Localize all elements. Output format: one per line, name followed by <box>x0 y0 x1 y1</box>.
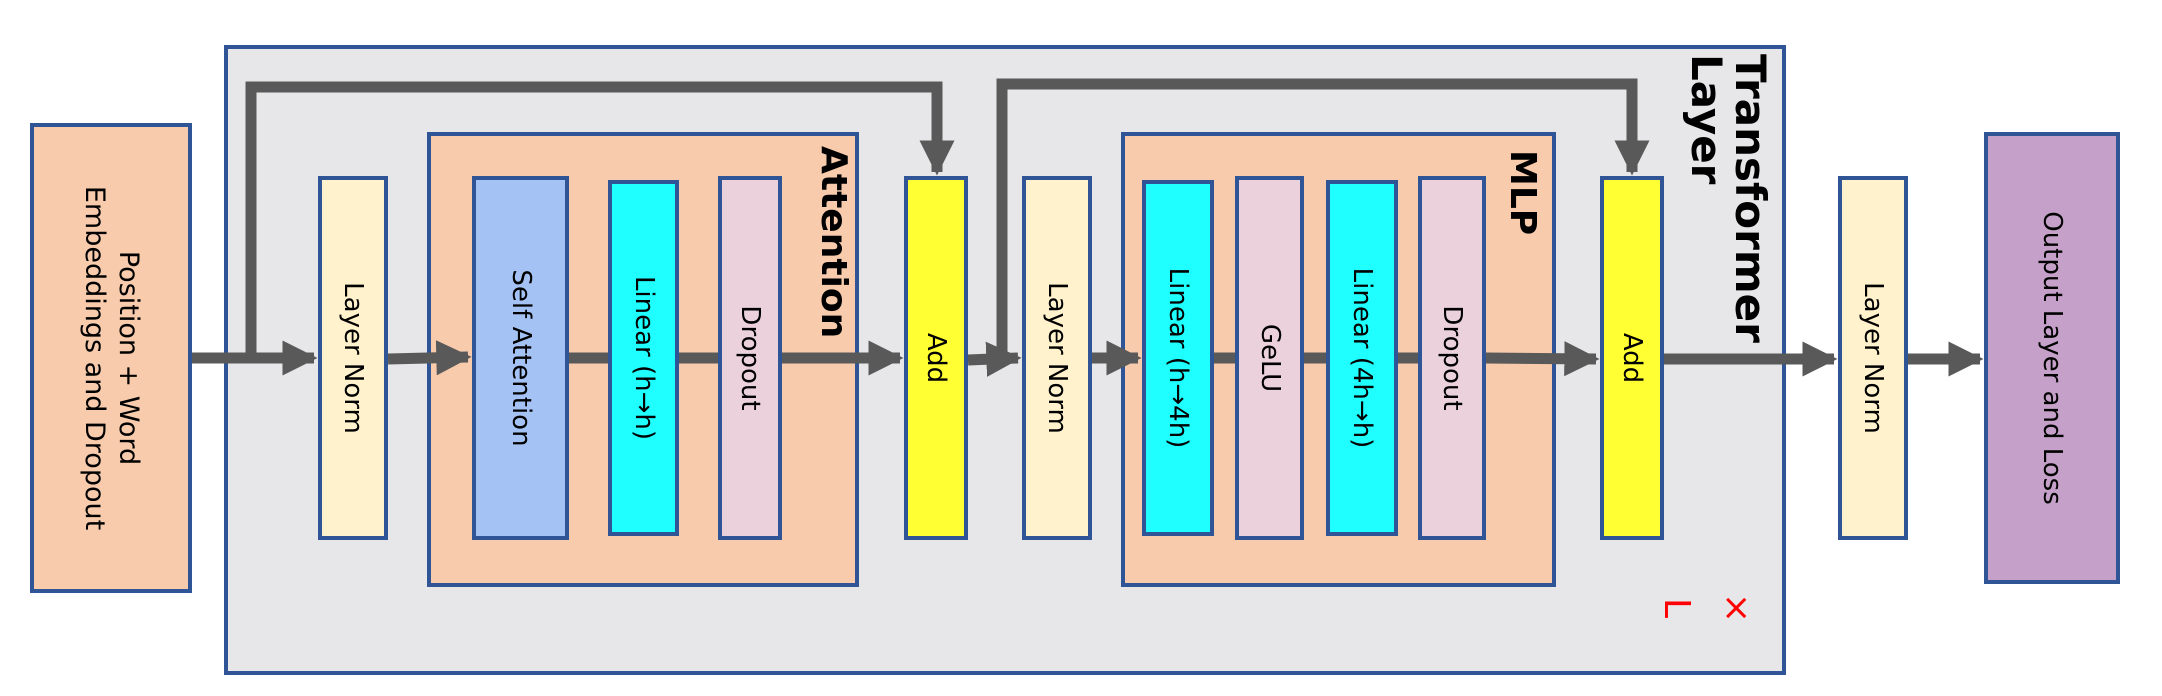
residual-connection-1 <box>245 81 955 363</box>
layer-norm-1-block: Layer Norm <box>318 176 388 540</box>
attention-dropout-block: Dropout <box>718 176 782 540</box>
arrow-add-to-layernorm <box>967 341 1022 377</box>
residual-connection-2 <box>995 78 1650 366</box>
arrow-layernorm-to-attention <box>387 340 472 376</box>
output-loss-block: Output Layer and Loss <box>1984 132 2120 584</box>
add-2-block: Add <box>1600 176 1664 540</box>
input-embeddings-block: Position + Word Embeddings and Dropout <box>30 123 192 593</box>
self-attention-block: Self Attention <box>472 176 569 540</box>
add-1-block: Add <box>904 176 968 540</box>
mlp-dropout-block: Dropout <box>1418 176 1486 540</box>
final-layer-norm-block: Layer Norm <box>1838 176 1908 540</box>
mlp-linear-2-block: Linear (4h→h) <box>1326 180 1398 536</box>
layer-norm-2-block: Layer Norm <box>1022 176 1092 540</box>
arrow-mlp-to-add <box>1485 341 1600 377</box>
mlp-linear-1-block: Linear (h→4h) <box>1142 180 1214 536</box>
attention-linear-block: Linear (h→h) <box>608 180 679 536</box>
gelu-block: GeLU <box>1235 176 1304 540</box>
